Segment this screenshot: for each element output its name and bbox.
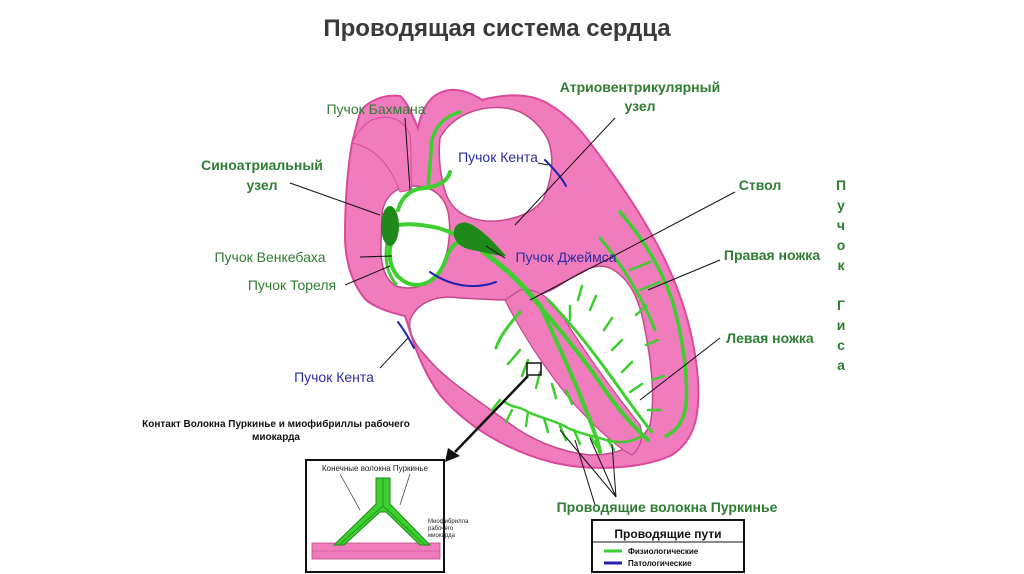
inset-myofibril-2: рабочего xyxy=(428,526,454,532)
magnifier-box xyxy=(526,362,542,376)
legend: Проводящие пути Физиологические Патологи… xyxy=(591,519,745,573)
label-wenckebach: Пучок Венкебаха xyxy=(214,249,325,265)
sa-node xyxy=(381,206,399,246)
inset-caption-1: Контакт Волокна Пуркинье и миофибриллы р… xyxy=(142,418,410,430)
conduction-pathological xyxy=(397,159,567,349)
label-trunk: Ствол xyxy=(739,177,782,193)
label-james: Пучок Джеймса xyxy=(515,249,616,265)
label-left-leg: Левая ножка xyxy=(726,330,814,346)
his-letter: П xyxy=(836,177,846,193)
inset-terminal-fibers: Конечные волокна Пуркинье xyxy=(322,464,429,473)
legend-pathological-label: Патологические xyxy=(628,559,692,568)
legend-title: Проводящие пути xyxy=(614,527,721,541)
label-kent-top: Пучок Кента xyxy=(458,149,538,165)
magnifier-arrowhead xyxy=(445,448,460,462)
his-letter: у xyxy=(837,197,845,213)
legend-physiological-label: Физиологические xyxy=(628,547,699,556)
label-kent-bottom: Пучок Кента xyxy=(294,369,374,385)
label-right-leg: Правая ножка xyxy=(724,247,820,263)
inset-caption-2: миокарда xyxy=(252,432,300,443)
inset-myofibril-3: миокарда xyxy=(428,533,456,539)
label-thorel: Пучок Тореля xyxy=(248,277,336,293)
his-letter: ч xyxy=(837,217,845,233)
label-bachmann: Пучок Бахмана xyxy=(326,101,425,117)
label-sa-node-1: Синоатриальный xyxy=(201,157,323,173)
leader-lines xyxy=(289,117,736,506)
inset-myofibril-1: Миофибрилла xyxy=(428,519,469,525)
page-title: Проводящая система сердца xyxy=(323,15,671,42)
his-letter: с xyxy=(837,337,845,353)
his-letter: о xyxy=(837,237,846,253)
inset-panel: Конечные волокна Пуркинье Миофибрилла ра… xyxy=(305,459,469,573)
magnifier-arrow xyxy=(454,375,529,453)
his-letter: к xyxy=(837,257,845,273)
his-letter: а xyxy=(837,357,845,373)
label-av-node-2: узел xyxy=(624,98,655,114)
his-letter: и xyxy=(837,317,846,333)
label-sa-node-2: узел xyxy=(246,177,277,193)
label-purkinje-fibers: Проводящие волокна Пуркинье xyxy=(557,499,778,515)
label-av-node-1: Атриовентрикулярный xyxy=(560,79,720,95)
his-letter: Г xyxy=(837,297,845,313)
av-node xyxy=(453,222,506,256)
